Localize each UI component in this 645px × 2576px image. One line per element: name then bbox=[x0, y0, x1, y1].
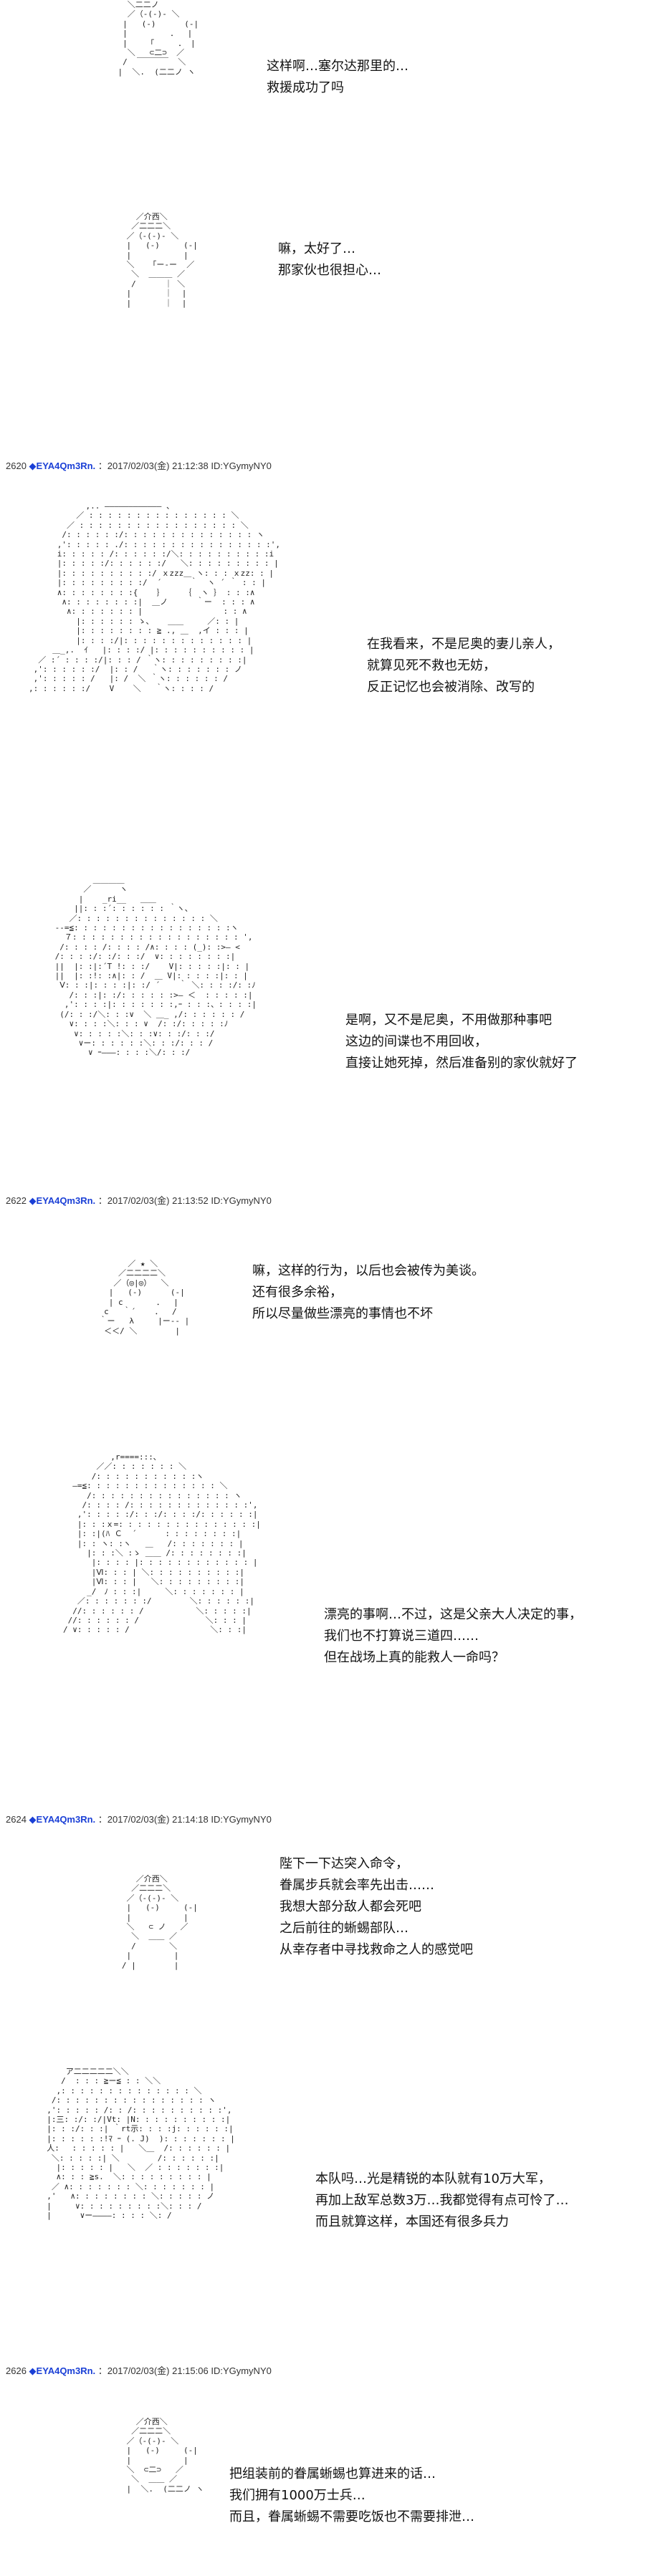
post-meta: ：2017/02/03(金) 21:12:38 ID:YGymyNY0 bbox=[97, 460, 272, 471]
dialog-line: 反正记忆也会被消除、改写的 bbox=[367, 680, 535, 695]
dialog-line: 我们拥有1000万士兵… bbox=[229, 2488, 366, 2503]
ascii-art-character: ＼二二ノ ／（-(-)- ＼ | (-) (-| | ． | | 「 ． | ＼… bbox=[118, 0, 199, 77]
ascii-art-character: ／介西＼ ／二二二＼ ／（-(-)- ＼ | (-) (-| | | ＼ 「ー‐… bbox=[126, 212, 198, 308]
poster-name[interactable]: EYA4Qm3Rn. bbox=[36, 1814, 96, 1825]
dialog-text: 在我看来，不是尼奥的妻儿亲人， 就算见死不救也无妨， 反正记忆也会被消除、改写的 bbox=[367, 634, 560, 698]
dialog-line: 从幸存者中寻找救命之人的感觉吧 bbox=[280, 1942, 473, 1957]
dialog-line: 所以尽量做些漂亮的事情也不坏 bbox=[252, 1306, 433, 1321]
dialog-line: 而且，眷属蜥蜴不需要吃饭也不需要排泄… bbox=[229, 2509, 474, 2524]
post-number[interactable]: 2622 bbox=[6, 1195, 27, 1206]
dialog-text: 漂亮的事啊…不过，这是父亲大人决定的事， 我们也不打算说三道四…… 但在战场上真… bbox=[324, 1604, 582, 1669]
post-header: 2624 ◆EYA4Qm3Rn. ：2017/02/03(金) 21:14:18… bbox=[6, 1812, 272, 1825]
diamond-icon: ◆ bbox=[29, 460, 37, 471]
dialog-text: 嘛，太好了… 那家伙也很担心… bbox=[278, 238, 381, 281]
dialog-line: 救援成功了吗 bbox=[267, 80, 344, 95]
dialog-line: 那家伙也很担心… bbox=[278, 263, 381, 278]
dialog-line: 嘛，太好了… bbox=[278, 241, 355, 256]
dialog-text: 本队吗…光是精锐的本队就有10万大军， 再加上敌军总数3万…我都觉得有点可怜了…… bbox=[315, 2169, 568, 2233]
ascii-art-character: ／ ★ ＼ ／二二二二＼ ／（◎|◎） ＼ | (-) (-| | c ． | … bbox=[99, 1259, 190, 1336]
dialog-line: 是啊，又不是尼奥，不用做那种事吧 bbox=[345, 1013, 552, 1028]
post-number[interactable]: 2624 bbox=[6, 1814, 27, 1825]
dialog-line: 再加上敌军总数3万…我都觉得有点可怜了… bbox=[315, 2193, 569, 2208]
diamond-icon: ◆ bbox=[29, 2365, 37, 2376]
dialog-line: 陛下一下达突入命令， bbox=[280, 1856, 408, 1871]
post-number[interactable]: 2620 bbox=[6, 460, 27, 471]
post-meta: ：2017/02/03(金) 21:15:06 ID:YGymyNY0 bbox=[97, 2365, 272, 2376]
dialog-line: 但在战场上真的能救人一命吗？ bbox=[324, 1650, 505, 1665]
ascii-art-character: ／介西＼ ／二二二＼ ／（-(-)- ＼ | (-) (-| | | ＼ ⊂ ノ… bbox=[121, 1874, 198, 1970]
dialog-line: 之后前往的蜥蜴部队… bbox=[280, 1921, 408, 1936]
poster-name[interactable]: EYA4Qm3Rn. bbox=[36, 1195, 96, 1206]
poster-name[interactable]: EYA4Qm3Rn. bbox=[36, 460, 96, 471]
ascii-art-character: ,r====:::､ ／／: : : : : : : ＼ /: : : : : … bbox=[63, 1452, 261, 1635]
dialog-line: 嘛，这样的行为，以后也会被传为美谈。 bbox=[252, 1263, 484, 1278]
dialog-line: 我们也不打算说三道四…… bbox=[324, 1629, 479, 1644]
post-header: 2626 ◆EYA4Qm3Rn. ：2017/02/03(金) 21:15:06… bbox=[6, 2363, 272, 2377]
dialog-text: 嘛，这样的行为，以后也会被传为美谈。 还有很多余裕， 所以尽量做些漂亮的事情也不… bbox=[252, 1260, 484, 1325]
dialog-line: 我想大部分敌人都会死吧 bbox=[280, 1899, 421, 1914]
post-meta: ：2017/02/03(金) 21:14:18 ID:YGymyNY0 bbox=[97, 1814, 272, 1825]
ascii-art-character: ,.. ―――――――――――― 、 ／ : : : : : : : : : :… bbox=[29, 501, 280, 693]
post-meta: ：2017/02/03(金) 21:13:52 ID:YGymyNY0 bbox=[97, 1195, 272, 1206]
ascii-art-character: ＿＿＿＿ ／ ヽ | _ri__ ＿＿ ||: : :´: : : : : : … bbox=[54, 875, 257, 1058]
dialog-line: 直接让她死掉，然后准备别的家伙就好了 bbox=[345, 1056, 578, 1071]
dialog-line: 本队吗…光是精锐的本队就有10万大军， bbox=[315, 2171, 551, 2186]
post-header: 2622 ◆EYA4Qm3Rn. ：2017/02/03(金) 21:13:52… bbox=[6, 1193, 272, 1207]
post-number[interactable]: 2626 bbox=[6, 2365, 27, 2376]
diamond-icon: ◆ bbox=[29, 1814, 37, 1825]
dialog-text: 把组装前的眷属蜥蜴也算进来的话… 我们拥有1000万士兵… 而且，眷属蜥蜴不需要… bbox=[229, 2464, 474, 2528]
dialog-line: 这边的间谍也不用回收， bbox=[345, 1034, 487, 1049]
poster-name[interactable]: EYA4Qm3Rn. bbox=[36, 2365, 96, 2376]
dialog-line: 而且就算这样，本国还有很多兵力 bbox=[315, 2214, 509, 2229]
ascii-art-character: ／介西＼ ／二二二＼ ／（-(-)- ＼ | (-) (-| | | ＼ ⊂二⊃… bbox=[126, 2417, 204, 2494]
dialog-line: 漂亮的事啊…不过，这是父亲大人决定的事， bbox=[324, 1607, 582, 1622]
dialog-text: 这样啊…塞尔达那里的… 救援成功了吗 bbox=[267, 56, 408, 99]
dialog-line: 在我看来，不是尼奥的妻儿亲人， bbox=[367, 637, 560, 652]
dialog-line: 眷属步兵就会率先出击…… bbox=[280, 1878, 434, 1893]
dialog-text: 是啊，又不是尼奥，不用做那种事吧 这边的间谍也不用回收， 直接让她死掉，然后准备… bbox=[345, 1010, 578, 1074]
dialog-text: 陛下一下达突入命令， 眷属步兵就会率先出击…… 我想大部分敌人都会死吧 之后前往… bbox=[280, 1853, 473, 1961]
dialog-line: 把组装前的眷属蜥蜴也算进来的话… bbox=[229, 2466, 436, 2481]
ascii-art-character: ア二二二二二＼＼ / : : : ≧ー≦ : : ＼＼ ,: : : : : :… bbox=[47, 2067, 235, 2221]
dialog-line: 就算见死不救也无妨， bbox=[367, 658, 496, 673]
dialog-line: 还有很多余裕， bbox=[252, 1285, 343, 1300]
dialog-line: 这样啊…塞尔达那里的… bbox=[267, 59, 408, 74]
post-header: 2620 ◆EYA4Qm3Rn. ：2017/02/03(金) 21:12:38… bbox=[6, 458, 272, 472]
diamond-icon: ◆ bbox=[29, 1195, 37, 1206]
